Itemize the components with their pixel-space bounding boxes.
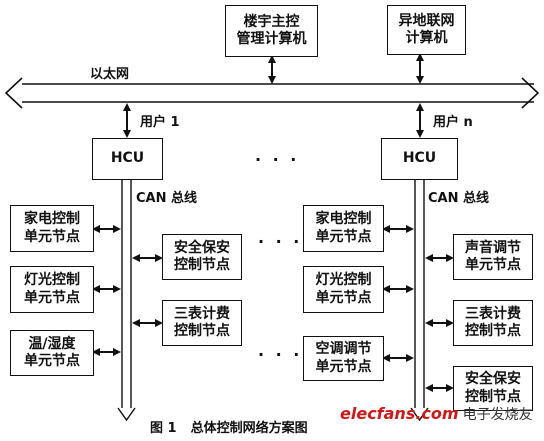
figure-number: 图 1 — [150, 421, 177, 436]
light-control-node-n: 灯光控制 单元节点 — [303, 266, 384, 313]
hcu-box-1: HCU — [92, 138, 163, 180]
appliance-control-node-n: 家电控制 单元节点 — [303, 205, 384, 252]
humidity-node-1: 温/湿度 单元节点 — [10, 330, 94, 376]
light-control-node-1: 灯光控制 单元节点 — [10, 266, 94, 313]
appliance-control-node-1: 家电控制 单元节点 — [10, 205, 94, 252]
hcu-box-n: HCU — [381, 138, 458, 180]
sound-control-node-n: 声音调节 单元节点 — [453, 234, 533, 280]
watermark-brand: elecfans.com — [340, 404, 459, 423]
figure-caption: 图 1 总体控制网络方案图 — [150, 417, 322, 436]
top-connectors — [268, 53, 424, 84]
building-control-computer: 楼宇主控 管理计算机 — [225, 5, 318, 57]
remote-computer: 异地联网 计算机 — [387, 5, 466, 55]
security-control-node-n: 安全保安 控制节点 — [453, 366, 533, 411]
aircon-control-node-n: 空调调节 单元节点 — [303, 336, 384, 381]
watermark-cn: 电子发烧友 — [462, 407, 533, 423]
meter-billing-node-1: 三表计费 控制节点 — [162, 300, 242, 346]
user-n-label: 用户 n — [433, 115, 473, 130]
ellipsis-top: · · · — [255, 150, 300, 169]
figure-title: 总体控制网络方案图 — [190, 421, 308, 436]
user-1-label: 用户 1 — [140, 115, 180, 130]
meter-billing-node-n: 三表计费 控制节点 — [453, 300, 533, 346]
ellipsis-low: · · · — [258, 345, 303, 364]
user-connectors — [123, 103, 424, 138]
can-bus-lines — [117, 180, 429, 422]
can-bus-label-n: CAN 总线 — [428, 191, 490, 206]
ethernet-bus — [4, 77, 540, 109]
node-connectors — [92, 225, 454, 392]
ethernet-label: 以太网 — [90, 67, 130, 82]
ellipsis-mid: · · · — [258, 232, 303, 251]
security-control-node-1: 安全保安 控制节点 — [162, 234, 242, 280]
can-bus-label-1: CAN 总线 — [136, 191, 198, 206]
